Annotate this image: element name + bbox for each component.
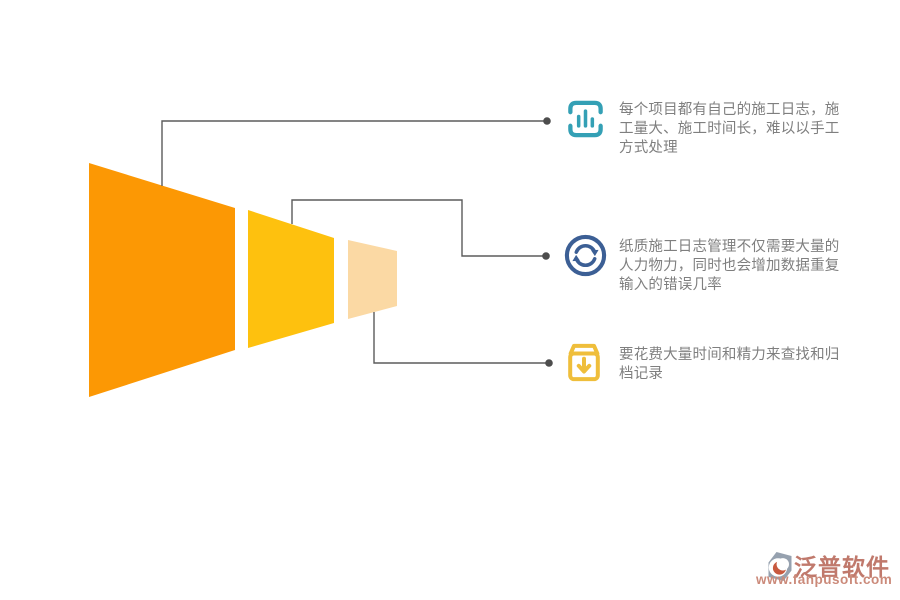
callout-2-line-3: 输入的错误几率 bbox=[619, 277, 722, 294]
watermark-url: www.fanpusoft.com bbox=[756, 572, 893, 587]
callout-text-1: 每个项目都有自己的施工日志，施 工量大、施工时间长，难以以手工 方式处理 bbox=[619, 101, 840, 159]
callout-1-line-2: 工量大、施工时间长，难以以手工 bbox=[619, 121, 840, 138]
watermark-brand: 泛普软件 bbox=[794, 554, 890, 580]
callout-3-line-2: 档记录 bbox=[619, 366, 664, 383]
archive-download-icon bbox=[568, 343, 600, 382]
funnel-segment-3 bbox=[348, 240, 397, 319]
callout-1-line-1: 每个项目都有自己的施工日志，施 bbox=[619, 102, 840, 118]
callout-2-line-1: 纸质施工日志管理不仅需要大量的 bbox=[619, 239, 840, 255]
bar-chart-icon bbox=[568, 100, 603, 138]
callout-text-2: 纸质施工日志管理不仅需要大量的 人力物力，同时也会增加数据重复 输入的错误几率 bbox=[619, 238, 840, 296]
funnel-segment-1 bbox=[89, 163, 235, 397]
callout-1-line-3: 方式处理 bbox=[619, 140, 678, 157]
connector-line-3 bbox=[373, 312, 549, 364]
connector-line-2 bbox=[291, 199, 546, 257]
funnel-segment-2 bbox=[248, 210, 334, 348]
fanpu-logo-icon bbox=[768, 552, 792, 581]
connector-line-1 bbox=[161, 120, 547, 186]
connector-dot-2 bbox=[542, 252, 550, 260]
connector-dot-3 bbox=[545, 359, 553, 367]
connector-dot-1 bbox=[543, 117, 551, 125]
callout-2-line-2: 人力物力，同时也会增加数据重复 bbox=[619, 258, 840, 275]
callout-3-line-1: 要花费大量时间和精力来查找和归 bbox=[619, 347, 840, 363]
callout-text-3: 要花费大量时间和精力来查找和归 档记录 bbox=[619, 346, 840, 384]
refresh-icon bbox=[564, 234, 607, 277]
